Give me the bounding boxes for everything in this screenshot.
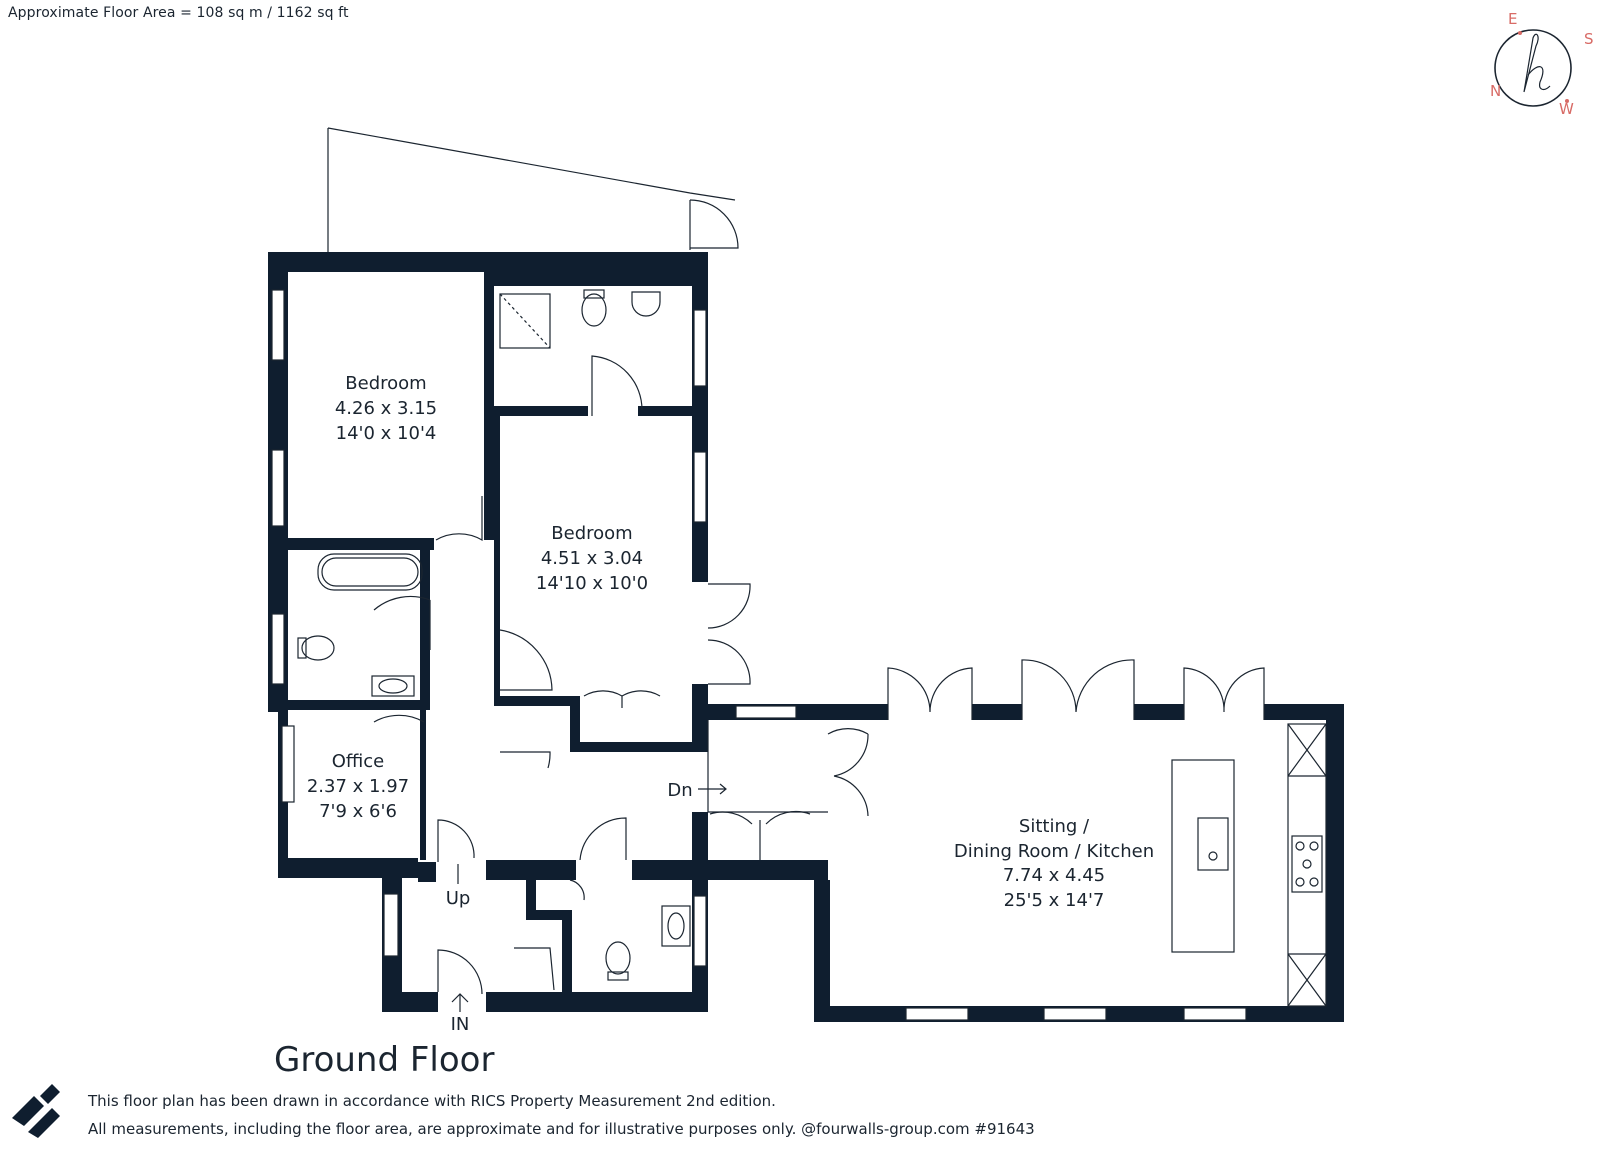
office-name: Office [332, 751, 385, 772]
compass-dot [1565, 99, 1569, 103]
floor-area-text: Approximate Floor Area = 108 sq m / 1162… [8, 5, 349, 21]
stairs-down-label: Dn [667, 780, 692, 801]
door-swing [435, 496, 483, 542]
entrance-label: IN [451, 1014, 470, 1035]
compass-w: W [1559, 100, 1574, 118]
door-swing [499, 629, 553, 691]
bathtub-icon [317, 553, 423, 591]
bedroom2-name: Bedroom [551, 523, 632, 544]
door-swing [689, 199, 739, 249]
fixtures [297, 289, 1327, 1007]
living-name-line1: Sitting / [1019, 816, 1090, 837]
bedroom1-imperial: 14'0 x 10'4 [336, 423, 437, 444]
kitchen-units [1287, 723, 1327, 1007]
french-door [707, 583, 751, 685]
entrance-arrow [451, 993, 469, 1012]
bedroom2-metric: 4.51 x 3.04 [541, 548, 643, 569]
sink-icon [1197, 817, 1229, 871]
shower-tray-icon [499, 293, 551, 349]
floor-title: Ground Floor [274, 1040, 495, 1080]
basin-icon [631, 291, 661, 317]
living-imperial: 25'5 x 14'7 [1004, 890, 1105, 911]
terrace-outline [327, 127, 739, 252]
door-swing [373, 714, 425, 723]
bedroom1-name: Bedroom [345, 373, 426, 394]
basin-icon [371, 675, 415, 697]
toilet-icon [301, 635, 335, 661]
room-labels: Bedroom 4.26 x 3.15 14'0 x 10'4 Bedroom … [307, 373, 1154, 1035]
french-door [1021, 659, 1135, 720]
cupboard-door [569, 879, 585, 901]
footer-line2: All measurements, including the floor ar… [88, 1120, 1035, 1138]
doors [373, 355, 1265, 995]
door-swing [373, 595, 431, 650]
basin-icon [661, 905, 691, 947]
living-metric: 7.74 x 4.45 [1003, 865, 1105, 886]
compass-e: E [1508, 10, 1517, 28]
kitchen-island [1171, 759, 1235, 953]
door-swing [437, 949, 483, 995]
wardrobe-doors [583, 690, 661, 708]
cupboard-door [514, 947, 555, 991]
toilet-icon [581, 293, 607, 327]
french-door [887, 667, 973, 720]
office-imperial: 7'9 x 6'6 [319, 801, 397, 822]
door-swing [591, 355, 643, 416]
bedroom2-imperial: 14'10 x 10'0 [536, 573, 648, 594]
french-door [827, 728, 869, 817]
windows [271, 289, 1247, 1021]
office-metric: 2.37 x 1.97 [307, 776, 409, 797]
compass-circle [1494, 29, 1572, 107]
stairs-up-label: Up [446, 888, 471, 909]
cupboard-doors [709, 810, 811, 825]
compass-logo: E S N W [1490, 10, 1594, 118]
bedroom1-metric: 4.26 x 3.15 [335, 398, 437, 419]
door-swing [500, 751, 551, 769]
living-name-line2: Dining Room / Kitchen [954, 841, 1154, 862]
toilet-icon [605, 941, 631, 975]
compass-n: N [1490, 82, 1501, 100]
fourwalls-logo-icon [12, 1084, 60, 1138]
down-arrow [698, 783, 727, 795]
door-swing [579, 817, 627, 861]
french-door [1183, 667, 1265, 720]
compass-dot [1518, 31, 1522, 35]
door-swing [437, 819, 475, 862]
h-monogram-icon [1523, 33, 1551, 93]
kitchen-unit-cross [1287, 723, 1327, 777]
footer-line1: This floor plan has been drawn in accord… [88, 1092, 776, 1110]
hob-icon [1291, 835, 1323, 893]
kitchen-unit-cross [1287, 953, 1327, 1007]
compass-s: S [1584, 30, 1594, 48]
